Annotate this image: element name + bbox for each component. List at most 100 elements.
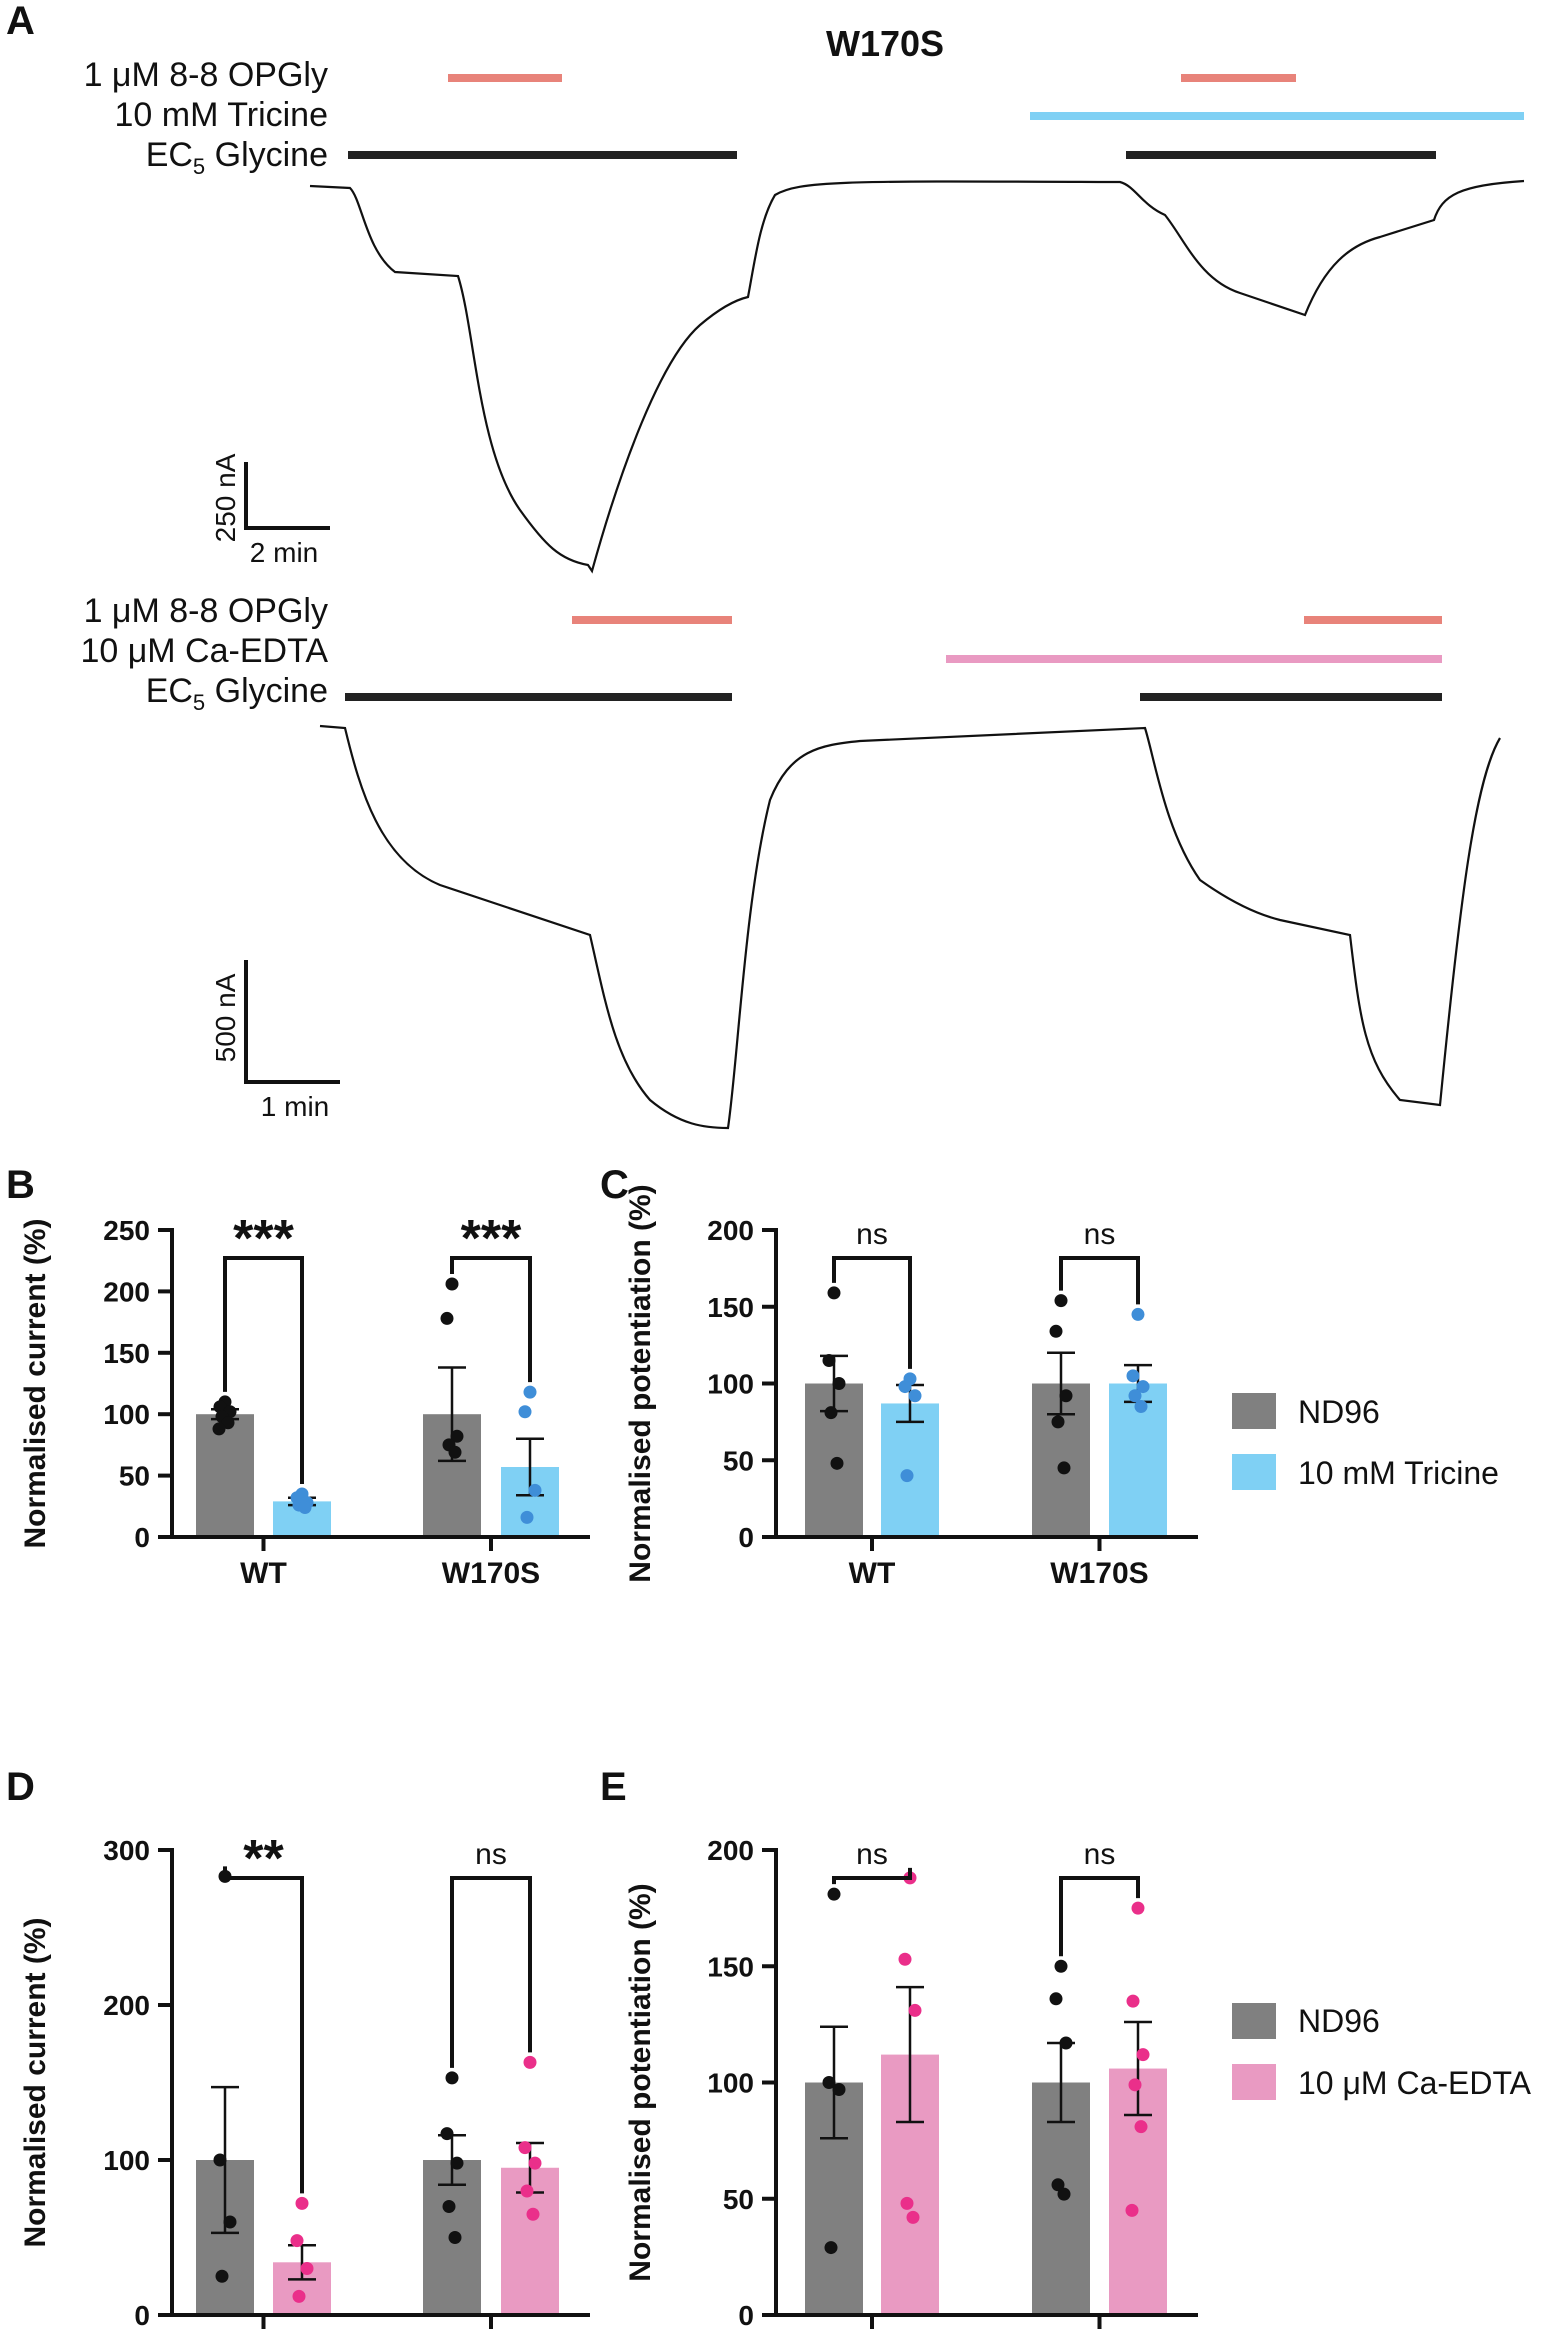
chart-c-ytick-label-2: 100	[707, 1369, 754, 1400]
chart-c-y-axis-title: Normalised potentiation (%)	[624, 1184, 657, 1582]
chart-e-ytick-label-4: 200	[707, 1835, 754, 1866]
chart-e-point-1-0-4	[906, 2210, 920, 2224]
chart-e-bracket-1	[1059, 1876, 1140, 1957]
chart-d-point-1-1-2	[528, 2156, 542, 2170]
chart-e-point-1-1-3	[1128, 2078, 1142, 2092]
chart-c-point-1-1-2	[1136, 1380, 1150, 1394]
chart-c-point-0-1-0	[1054, 1294, 1068, 1308]
chart-d-point-1-1-4	[526, 2207, 540, 2221]
legend-caedta-label-caedta: 10 μM Ca-EDTA	[1298, 2065, 1532, 2101]
chart-e-point-1-1-4	[1134, 2120, 1148, 2134]
chart-e-point-0-1-3	[1051, 2178, 1065, 2192]
chart-c-point-0-0-4	[830, 1456, 844, 1470]
chart-c-ytick-label-4: 200	[707, 1215, 754, 1246]
bottom-scale-y-label: 500 nA	[210, 973, 241, 1062]
bottom-scale-bar	[244, 960, 340, 1084]
chart-d-point-1-1-1	[518, 2141, 532, 2155]
chart-b-point-0-0-5	[212, 1422, 226, 1436]
chart-b-category-label-1: W170S	[442, 1557, 540, 1590]
chart-e-point-0-1-2	[1059, 2036, 1073, 2050]
chart-b-ytick-label-0: 0	[134, 1522, 150, 1553]
chart-d-point-0-1-3	[442, 2200, 456, 2213]
chart-b-point-1-1-2	[528, 1483, 542, 1497]
chart-b-point-0-0-1	[213, 1400, 227, 1414]
chart-b-point-0-1-4	[448, 1445, 462, 1459]
chart-d-ytick-label-0: 0	[134, 2300, 150, 2331]
legend-tricine-swatch-nd96	[1232, 1393, 1276, 1429]
chart-b-ytick-label-1: 50	[119, 1461, 150, 1492]
top-drug-tricine-label: 10 mM Tricine	[115, 96, 329, 134]
chart-e-point-0-1-0	[1054, 1959, 1068, 1973]
chart-e-point-0-0-1	[822, 2076, 836, 2089]
chart-c-point-1-0-3	[900, 1469, 914, 1483]
chart-c-bracket-1	[1059, 1256, 1140, 1305]
panel-label-e: E	[600, 1765, 627, 1809]
chart-c-point-0-1-4	[1057, 1461, 1071, 1475]
chart-c-ytick-label-0: 0	[738, 1522, 754, 1553]
chart-b-point-1-1-1	[518, 1405, 532, 1419]
chart-b-significance-1: ***	[461, 1210, 522, 1268]
chart-c-bracket-0	[832, 1256, 912, 1369]
chart-c-point-0-1-1	[1049, 1324, 1063, 1338]
legend-caedta: ND96 10 μM Ca-EDTA	[1232, 2003, 1532, 2101]
top-scale-bar	[244, 462, 330, 530]
chart-d-point-1-1-0	[523, 2055, 537, 2069]
chart-d-point-1-1-3	[520, 2184, 534, 2198]
chart-e-significance-1: ns	[1084, 1838, 1116, 1871]
chart-e-point-1-0-1	[898, 1952, 912, 1966]
top-drug-opgly-label: 1 μM 8-8 OPGly	[84, 56, 328, 94]
panel-label-c: C	[600, 1163, 629, 1207]
chart-c-point-1-1-4	[1134, 1400, 1148, 1414]
chart-e-bracket-0	[832, 1867, 912, 1885]
top-current-trace	[309, 179, 1525, 574]
chart-d-point-0-1-1	[440, 2127, 454, 2141]
top-scale-y-label: 250 nA	[210, 453, 241, 542]
chart-c-point-1-1-1	[1126, 1369, 1140, 1383]
chart-c-point-1-1-3	[1128, 1389, 1142, 1403]
chart-c-point-0-1-3	[1051, 1415, 1065, 1429]
chart-c-point-1-0-2	[908, 1389, 922, 1403]
legend-tricine: ND96 10 mM Tricine	[1232, 1393, 1499, 1491]
chart-b-point-1-1-0	[523, 1385, 537, 1399]
chart-c-point-1-1-0	[1131, 1307, 1145, 1321]
bottom-drug-glycine-label: EC5 Glycine	[146, 672, 328, 715]
chart-b-bracket-0	[223, 1256, 304, 1485]
bottom-current-trace	[319, 724, 1501, 1130]
chart-d-point-1-0-0	[295, 2196, 309, 2210]
chart-c-point-0-0-1	[822, 1353, 836, 1367]
chart-d-point-1-0-1	[290, 2234, 304, 2248]
chart-b-ytick-label-2: 100	[103, 1399, 150, 1430]
chart-c-ytick-label-1: 50	[723, 1445, 754, 1476]
chart-e-point-0-0-0	[827, 1887, 841, 1901]
chart-e-point-0-0-2	[832, 2082, 846, 2096]
chart-e-point-1-1-2	[1136, 2048, 1150, 2062]
chart-d-point-0-0-1	[213, 2153, 227, 2167]
chart-d-point-0-1-2	[450, 2156, 464, 2170]
chart-e-point-0-1-1	[1049, 1992, 1063, 2006]
bottom-drug-opgly-label: 1 μM 8-8 OPGly	[84, 592, 328, 630]
chart-e-point-1-1-5	[1125, 2203, 1139, 2217]
chart-c-category-label-1: W170S	[1050, 1557, 1148, 1590]
legend-tricine-swatch-tricine	[1232, 1454, 1276, 1490]
legend-caedta-swatch-nd96	[1232, 2003, 1276, 2039]
chart-e-point-1-0-3	[900, 2196, 914, 2210]
panel-label-a: A	[6, 0, 35, 43]
chart-e-point-0-0-3	[824, 2241, 838, 2255]
chart-b-point-0-1-1	[440, 1311, 454, 1325]
top-scale-x-label: 2 min	[250, 537, 318, 568]
trace-title: W170S	[826, 23, 944, 64]
chart-d: 0100200300WTW170SNormalised current (%)*…	[19, 1830, 590, 2337]
chart-e-point-1-0-2	[908, 2003, 922, 2017]
chart-d-ytick-label-3: 300	[103, 1835, 150, 1866]
chart-d-bracket-1	[450, 1876, 532, 2068]
chart-e-y-axis-title: Normalised potentiation (%)	[624, 1883, 657, 2281]
chart-c-point-0-0-0	[827, 1286, 841, 1300]
chart-b-point-0-1-2	[450, 1429, 464, 1443]
chart-d-category-label-1: W170S	[442, 2335, 540, 2337]
chart-d-point-0-1-4	[448, 2231, 462, 2244]
top-drug-glycine-label: EC5 Glycine	[146, 136, 328, 179]
chart-e-category-label-0: WT	[849, 2335, 896, 2337]
